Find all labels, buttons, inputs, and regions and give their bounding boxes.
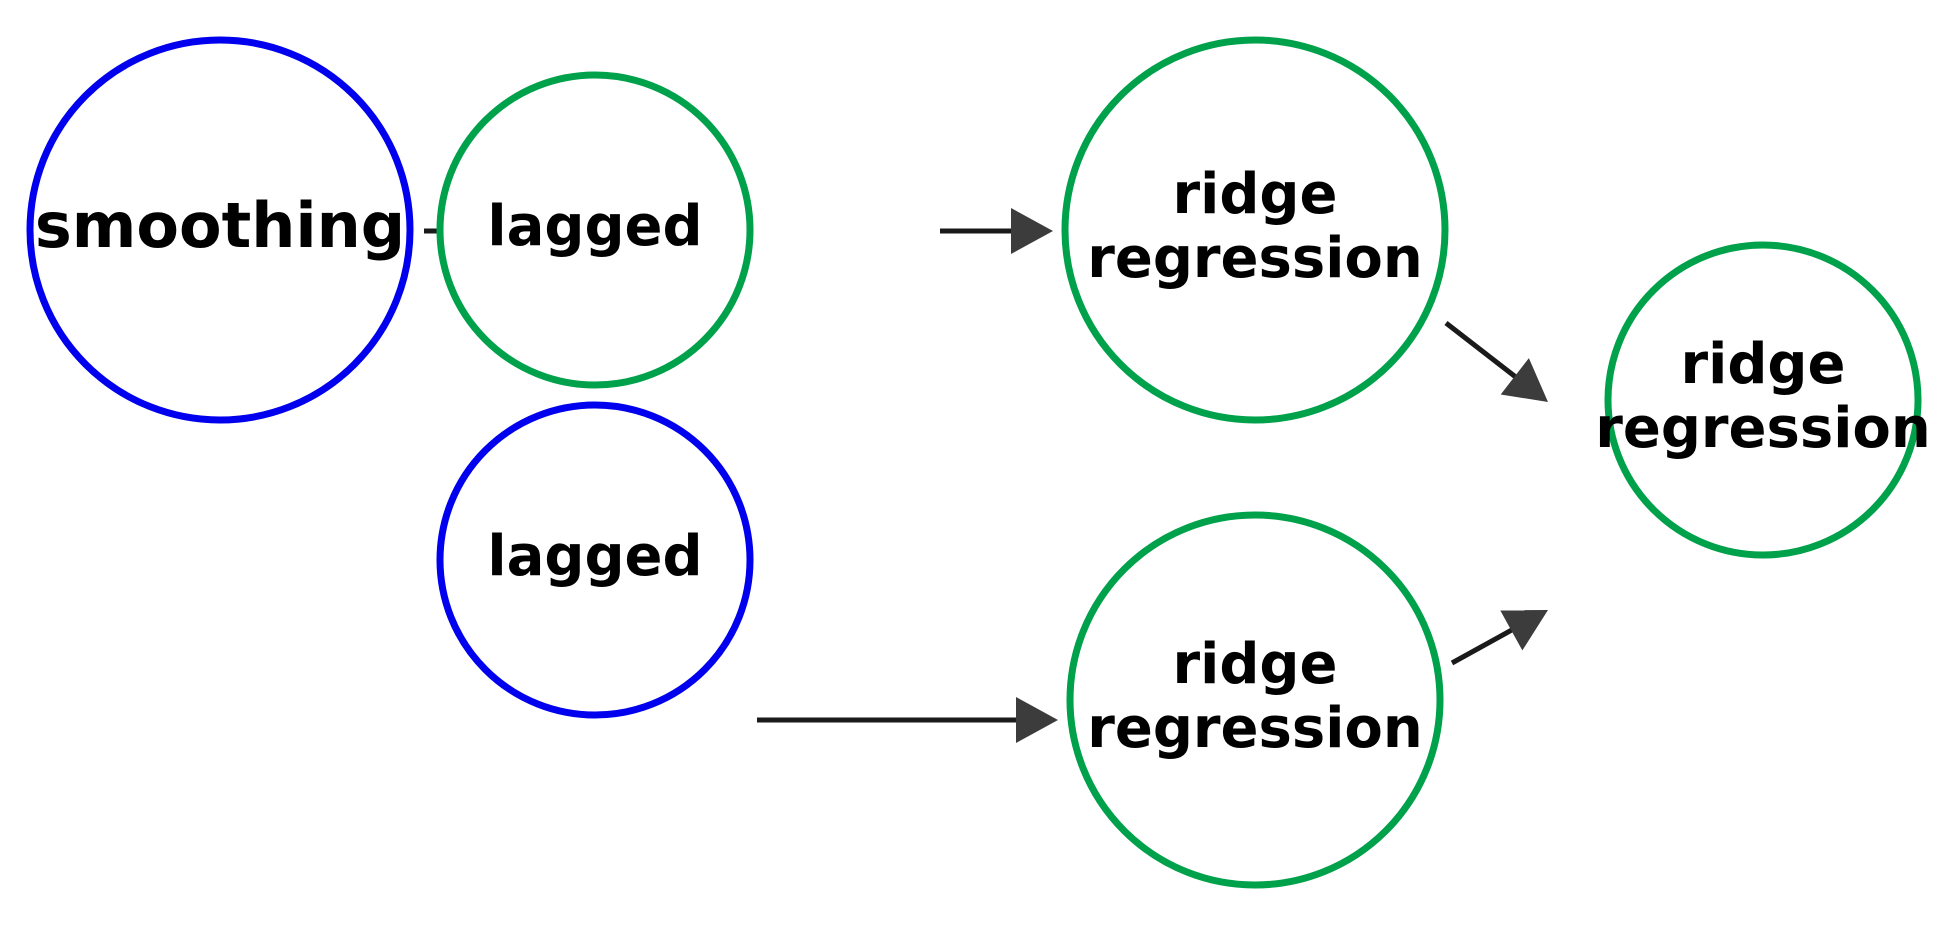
node-label-line: regression xyxy=(1087,696,1422,761)
edge-line xyxy=(1450,626,1516,666)
node-label-line: regression xyxy=(1087,226,1422,291)
node-label: smoothing xyxy=(35,189,405,262)
edge-arrow xyxy=(757,697,1058,743)
node-label-line: lagged xyxy=(487,194,702,259)
node-label-line: ridge xyxy=(1681,332,1846,397)
node-label-line: ridge xyxy=(1173,632,1338,697)
edge-arrow xyxy=(940,208,1053,254)
node-label-line: smoothing xyxy=(35,189,405,262)
node-circle-green[interactable] xyxy=(436,71,754,389)
node-circle-green[interactable] xyxy=(1066,511,1444,889)
edge-arrowhead xyxy=(1011,208,1053,254)
node-circle-green[interactable] xyxy=(1061,36,1449,424)
edge-arrow xyxy=(1450,610,1548,666)
node-label: lagged xyxy=(487,524,702,589)
node-smoothing[interactable]: smoothing xyxy=(26,36,414,424)
edge-arrowhead xyxy=(1500,610,1548,651)
node-lagged-bottom[interactable]: lagged xyxy=(436,401,754,719)
node-circle-blue[interactable] xyxy=(436,401,754,719)
node-label-line: regression xyxy=(1595,396,1930,461)
node-label: lagged xyxy=(487,194,702,259)
node-label-line: ridge xyxy=(1173,162,1338,227)
node-label-line: lagged xyxy=(487,524,702,589)
edge-line xyxy=(1444,321,1520,381)
edge-arrow xyxy=(1444,321,1548,402)
node-circle-blue[interactable] xyxy=(26,36,414,424)
node-lagged-top[interactable]: lagged xyxy=(436,71,754,389)
node-circle-green[interactable] xyxy=(1604,241,1922,559)
edge-arrowhead xyxy=(1016,697,1058,743)
edge-arrowhead xyxy=(1500,358,1548,402)
